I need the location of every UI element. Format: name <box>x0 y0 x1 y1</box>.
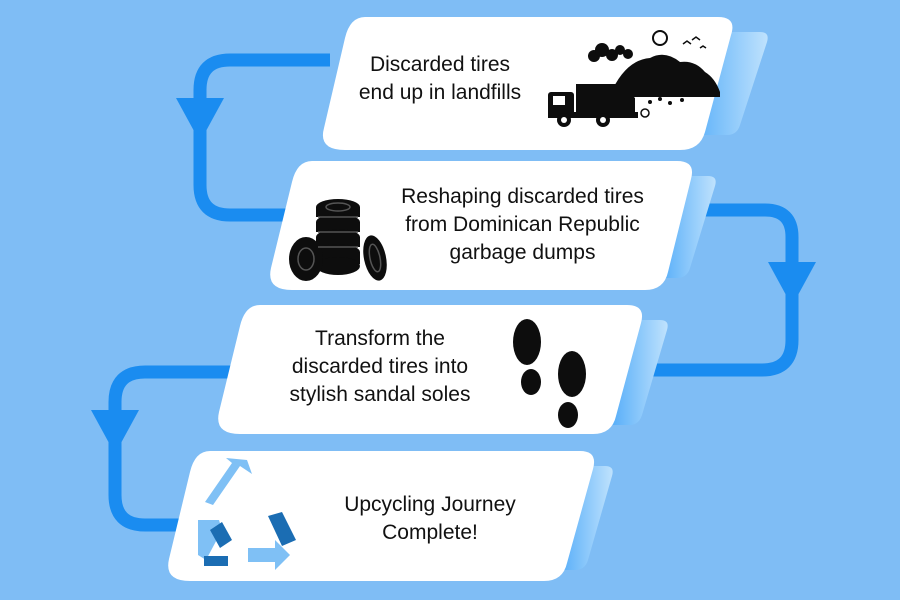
arrow-head-3 <box>91 410 139 454</box>
step-3-line-3: stylish sandal soles <box>289 383 471 406</box>
arrow-head-2 <box>768 262 816 306</box>
step-2-line-1: Reshaping discarded tires <box>401 185 644 208</box>
step-3-line-1: Transform the <box>315 327 445 350</box>
step-3-text: Transform the discarded tires into styli… <box>265 325 495 409</box>
tire-stack-icon <box>289 199 387 281</box>
arrow-head-1 <box>176 98 224 142</box>
step-2-line-2: from Dominican Republic <box>405 213 640 236</box>
step-1-text: Discarded tires end up in landfills <box>342 51 538 107</box>
step-3-line-2: discarded tires into <box>291 355 469 378</box>
landfill-truck-icon <box>548 30 720 127</box>
step-4-line-2: Complete! <box>382 521 478 544</box>
step-2-line-3: garbage dumps <box>449 241 596 264</box>
recycle-icon <box>198 458 296 570</box>
step-4-line-1: Upcycling Journey <box>344 493 516 516</box>
step-4-text: Upcycling Journey Complete! <box>330 491 530 547</box>
step-2-text: Reshaping discarded tires from Dominican… <box>385 183 660 267</box>
footprints-icon <box>513 319 586 428</box>
step-1-line-2: end up in landfills <box>358 81 522 104</box>
step-1-line-1: Discarded tires <box>369 53 511 76</box>
